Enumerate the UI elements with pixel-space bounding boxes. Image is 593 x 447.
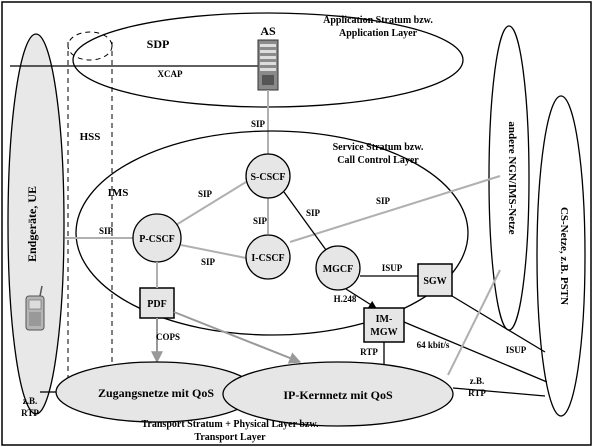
zb-left-label: z.B. (23, 396, 38, 406)
sip-s-i-label: SIP (253, 216, 268, 226)
xcap-label: XCAP (158, 69, 183, 79)
isup-sgw-cs-link (451, 295, 546, 353)
sip-s-mgcf-link (283, 191, 327, 251)
pdf-core-link (173, 311, 302, 364)
application-layer-line2: Application Layer (339, 28, 418, 39)
service-layer-line2: Call Control Layer (337, 155, 419, 166)
sdp-label: SDP (147, 37, 170, 51)
mgcf-node (315, 245, 361, 291)
hss-label: HSS (80, 131, 101, 143)
as-server-icon (257, 39, 279, 91)
sip-ngn-label: SIP (376, 196, 391, 206)
hss-column (67, 42, 113, 392)
sip-ngn-link (289, 175, 501, 243)
ims-label: IMS (108, 187, 129, 199)
cs-label: CS-Netze, z.B. PSTN (558, 207, 570, 305)
isup-cs-label: ISUP (506, 345, 527, 355)
sip-p-i-link (180, 244, 247, 259)
rtp-cs-link (452, 387, 546, 397)
mgcf-label: MGCF (323, 264, 354, 275)
cops-label: COPS (156, 332, 180, 342)
zb-right-label: z.B. (470, 376, 485, 386)
ngn-label: andere NGN/IMS-Netze (506, 121, 518, 234)
sgw-node (417, 263, 453, 297)
sip-p-i-label: SIP (201, 257, 216, 267)
cs-ellipse (536, 95, 586, 417)
ngn-transport-link (447, 269, 501, 376)
im-mgw-label-line1: IM- (376, 314, 393, 325)
sip-s-mgcf-label: SIP (306, 208, 321, 218)
as-label: AS (260, 24, 276, 38)
pdf-label: PDF (147, 299, 166, 310)
im-mgw-label-line2: MGW (370, 327, 397, 338)
sip-ue-label: SIP (99, 226, 114, 236)
sip-as-label: SIP (251, 119, 266, 129)
transport-layer-line1: Transport Stratum + Physical Layer bzw. (142, 419, 319, 430)
kbit-link (403, 321, 548, 383)
p-cscf-label: P-CSCF (139, 234, 175, 245)
hss-top-cap (67, 31, 113, 61)
h248-label: H.248 (334, 294, 357, 304)
s-cscf-node (245, 153, 291, 199)
sip-p-s-link (175, 181, 247, 226)
transport-layer-line2: Transport Layer (194, 432, 266, 443)
s-cscf-label: S-CSCF (250, 172, 285, 183)
access-network-label: Zugangsnetze mit QoS (98, 386, 214, 400)
ue-ellipse (7, 33, 65, 415)
rtp-mgw-label: RTP (360, 347, 378, 357)
ip-core-label: IP-Kernnetz mit QoS (283, 388, 393, 402)
rtp-left-label: RTP (21, 408, 39, 418)
service-layer-line1: Service Stratum bzw. (333, 142, 424, 153)
kbit-label: 64 kbit/s (417, 340, 450, 350)
service-layer-ellipse (75, 130, 469, 336)
application-layer-line1: Application Stratum bzw. (323, 15, 433, 26)
isup-sgw-label: ISUP (382, 263, 403, 273)
h248-link (345, 288, 377, 309)
ue-label: Endgeräte, UE (25, 186, 39, 262)
ip-core-ellipse (222, 361, 454, 427)
i-cscf-node (245, 234, 291, 280)
sip-p-s-label: SIP (198, 189, 213, 199)
sgw-label: SGW (423, 276, 446, 287)
i-cscf-label: I-CSCF (251, 253, 284, 264)
mobile-phone-icon (25, 285, 45, 331)
rtp-right-label: RTP (468, 388, 486, 398)
